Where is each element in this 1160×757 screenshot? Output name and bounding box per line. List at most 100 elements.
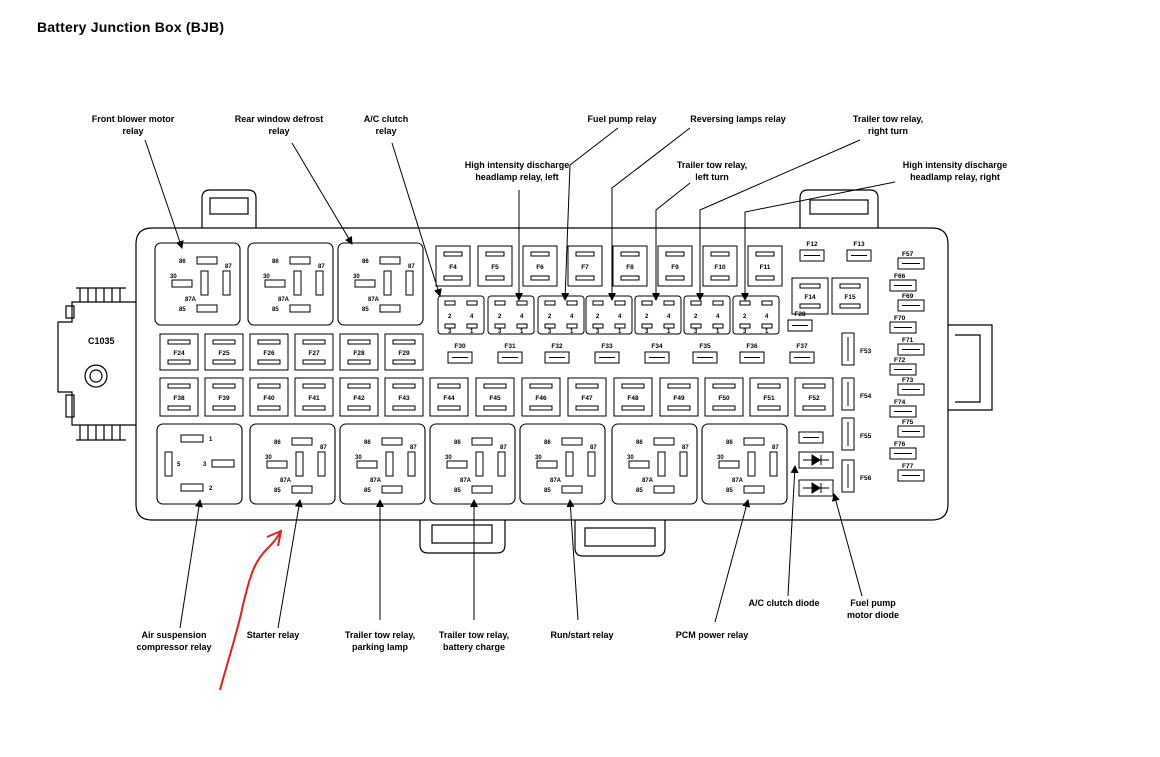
pin-label: 2 (548, 314, 552, 320)
callout-text: relay (122, 126, 143, 136)
leader-arrow (714, 499, 751, 623)
fuse-f12 (799, 249, 825, 262)
fuse-f42 (339, 377, 379, 417)
fuse-f66 (889, 279, 917, 292)
relay-pins (536, 437, 596, 494)
fuse-f48 (613, 377, 653, 417)
red-annotation-arrow (219, 531, 281, 691)
callout-starter: Starter relay (247, 630, 300, 640)
fuse-label: F28 (794, 311, 806, 318)
fuse-label: F9 (671, 264, 679, 271)
fuse-f54 (841, 377, 855, 411)
mini-relay (487, 295, 535, 335)
fuse-label: F5 (491, 264, 499, 271)
fuse-label: F76 (894, 441, 906, 448)
pin-label: 86 (544, 440, 551, 446)
pin-label: 87A (550, 478, 562, 484)
fuse-f34 (644, 351, 670, 364)
fuse-label: F28 (353, 350, 365, 357)
pin-label: 1 (570, 329, 574, 335)
fuse-label: F24 (173, 350, 185, 357)
fuse-f73 (897, 383, 925, 396)
callout-text: parking lamp (352, 642, 409, 652)
relay-pins (356, 437, 416, 494)
leader-arrow (566, 499, 579, 621)
fuse-label: F12 (806, 241, 818, 248)
fuse-label: F57 (902, 251, 914, 258)
callout-text: left turn (695, 172, 729, 182)
fuse-label: F49 (673, 395, 685, 402)
fuse-label: F11 (760, 264, 771, 271)
fuse-label: F51 (763, 395, 775, 402)
fuse-f28 (339, 333, 379, 371)
pin-label: 1 (520, 329, 524, 335)
pin-label: 3 (448, 329, 452, 335)
fuse-f39 (204, 377, 244, 417)
leader-arrow (561, 127, 619, 301)
fuel-pump-diode (798, 479, 834, 497)
fuse-f26 (249, 333, 289, 371)
pin-label: 87 (590, 445, 597, 451)
pin-label: 4 (470, 314, 474, 320)
callout-text: Fuel pump (850, 598, 896, 608)
mini-relay (585, 295, 633, 335)
fuse-label: F41 (308, 395, 320, 402)
fuse-f57 (897, 257, 925, 270)
callout-text: A/C clutch (364, 114, 409, 124)
pin-label: 87A (368, 297, 380, 303)
callout-front-blower: Front blower motor relay (92, 114, 175, 136)
fuse-f51 (749, 377, 789, 417)
pin-label: 2 (694, 314, 698, 320)
callout-text: Rear window defrost (235, 114, 324, 124)
pin-label: 3 (596, 329, 600, 335)
pin-label: 2 (596, 314, 600, 320)
ac-clutch-diode (798, 451, 834, 469)
fuse-label: F69 (902, 293, 914, 300)
fuse-f35 (692, 351, 718, 364)
fuse-label: F8 (626, 264, 634, 271)
pin-label: 1 (618, 329, 622, 335)
fuse-f41 (294, 377, 334, 417)
callout-text: headlamp relay, right (910, 172, 1000, 182)
callout-text: High intensity discharge (903, 160, 1008, 170)
pin-label: 30 (265, 455, 272, 461)
fuse-f53 (841, 332, 855, 366)
callout-text: Trailer tow relay, (345, 630, 415, 640)
pin-label: 30 (263, 274, 270, 280)
fuse-f11 (747, 245, 783, 287)
relay-rear-defrost (247, 242, 334, 326)
pin-label: 87A (460, 478, 472, 484)
callout-trailer-parking: Trailer tow relay, parking lamp (345, 630, 415, 652)
pin-label: 30 (353, 274, 360, 280)
callout-text: Air suspension (141, 630, 206, 640)
callout-text: Front blower motor (92, 114, 175, 124)
leader-arrow (741, 181, 896, 301)
fuse-label: F52 (808, 395, 820, 402)
mini-relay (683, 295, 731, 335)
leader-arrow (652, 182, 691, 301)
pin-label: 1 (765, 329, 769, 335)
callout-fuel-pump-relay: Fuel pump relay (587, 114, 656, 124)
pin-label: 86 (364, 440, 371, 446)
callout-text: Starter relay (247, 630, 300, 640)
callout-text: right turn (868, 126, 908, 136)
callout-text: relay (268, 126, 289, 136)
pin-label: 85 (179, 307, 186, 313)
box-housing (57, 189, 993, 557)
fuse-f71 (897, 343, 925, 356)
pin-label: 4 (765, 314, 769, 320)
fuse-label: F45 (489, 395, 501, 402)
fuse-f36 (739, 351, 765, 364)
fuse-f31 (497, 351, 523, 364)
callout-text: A/C clutch diode (748, 598, 819, 608)
leader-arrow (291, 142, 353, 245)
callout-text: battery charge (443, 642, 505, 652)
mini-relay (537, 295, 585, 335)
fuse-f38 (159, 377, 199, 417)
leader-arrow (391, 142, 442, 297)
relay-run-start (519, 423, 606, 505)
pin-label: 87 (318, 264, 325, 270)
fuse-label: F15 (844, 294, 856, 301)
pin-label: 30 (170, 274, 177, 280)
